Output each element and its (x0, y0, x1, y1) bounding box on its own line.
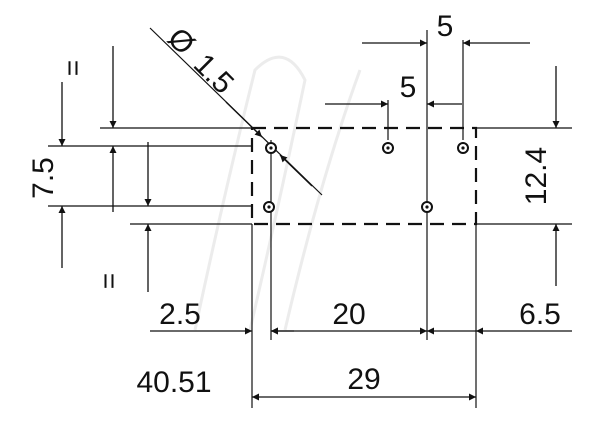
diameter-symbol: Ø (161, 22, 201, 62)
pin-span-label: 20 (332, 298, 365, 331)
dimension-arrows (58, 39, 572, 401)
body-outline (250, 126, 478, 226)
body-width-label: 29 (347, 363, 380, 396)
top-pitch-label: 5 (437, 10, 454, 43)
row-spacing-label: 7.5 (27, 157, 60, 199)
body-height-label: 12.4 (520, 147, 553, 205)
dimension-labels: Ø 1.5 5 5 = 7.5 = 12.4 2.5 20 6.5 29 40.… (27, 10, 561, 399)
hole-diameter-label: 1.5 (187, 48, 240, 101)
equal-mark-top: = (57, 60, 88, 76)
right-offset-label: 6.5 (519, 298, 561, 331)
watermark-logo (193, 55, 362, 331)
part-number-label: 40.51 (136, 366, 211, 399)
extension-lines (48, 27, 572, 408)
pin-pitch-label: 5 (400, 71, 417, 104)
pin-holes (263, 142, 469, 213)
equal-mark-bottom: = (93, 273, 124, 289)
pin-centers (267, 146, 465, 209)
left-offset-label: 2.5 (159, 298, 201, 331)
